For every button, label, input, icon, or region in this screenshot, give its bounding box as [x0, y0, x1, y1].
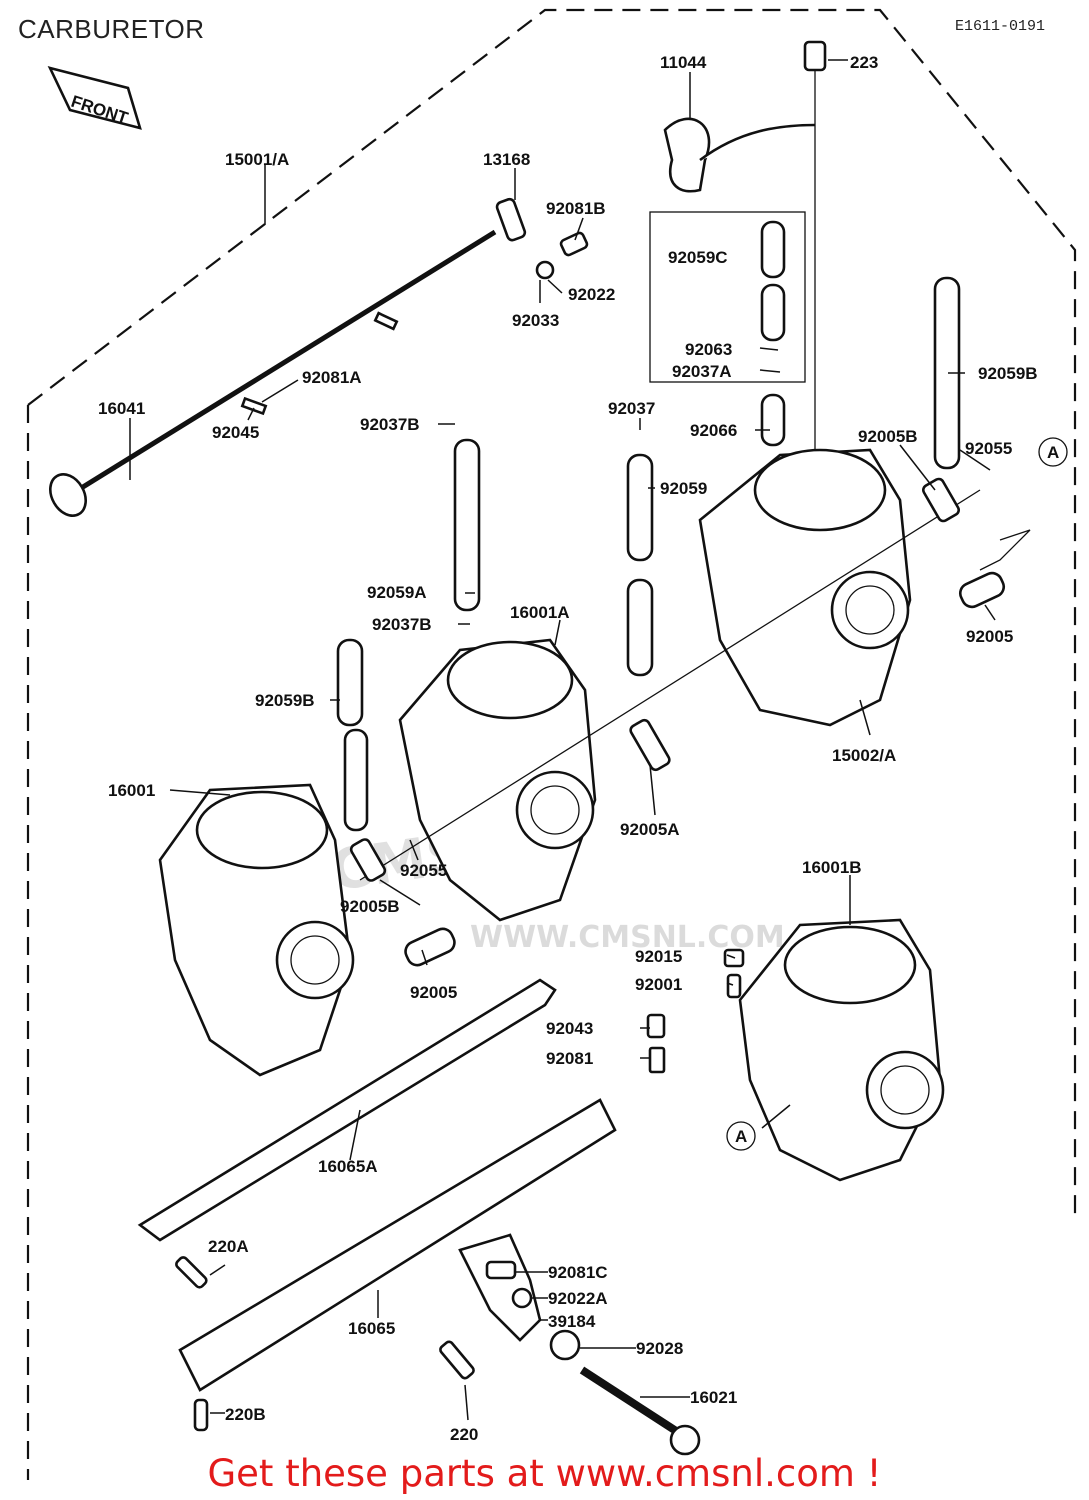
callout-220: 220 [450, 1425, 478, 1444]
callout-92045: 92045 [212, 423, 259, 442]
callout-92037a: 92037A [672, 362, 732, 381]
callout-15002a: 15002/A [832, 746, 896, 765]
t-joint-92005b-right [922, 477, 960, 523]
callout-92081a: 92081A [302, 368, 362, 387]
connection-marker-a-right [1038, 437, 1068, 467]
callout-16065a: 16065A [318, 1157, 378, 1176]
carburetor-16001 [158, 783, 355, 1077]
hose-92059b-left-lower [343, 728, 369, 832]
fitting-92005-left [404, 927, 456, 967]
callout-92055-left: 92055 [400, 861, 447, 880]
callout-16001a: 16001A [510, 603, 570, 622]
footer-promo-link[interactable]: Get these parts at www.cmsnl.com ! [207, 1452, 882, 1495]
diagram-reference-code: E1611-0191 [955, 18, 1046, 35]
callout-92022a: 92022A [548, 1289, 608, 1308]
callout-92043: 92043 [546, 1019, 593, 1038]
bracket-39184 [458, 1233, 542, 1342]
hose-92059b-left-upper [336, 638, 364, 727]
fuel-line-extension [979, 529, 1031, 571]
carburetor-16001a [398, 638, 597, 922]
callout-a-right: A [1047, 443, 1059, 462]
screw-220b [193, 1398, 209, 1432]
knob-16021 [669, 1424, 701, 1456]
callout-13168: 13168 [483, 150, 530, 169]
hose-92059a [453, 438, 481, 612]
spring-92081 [648, 1046, 666, 1074]
callout-92081b: 92081B [546, 199, 606, 218]
callout-92037b-mid: 92037B [372, 615, 432, 634]
choke-lever [240, 197, 589, 416]
throttle-stop-screw-16021 [579, 1366, 693, 1444]
callout-92022: 92022 [568, 285, 615, 304]
callout-92081c: 92081C [548, 1263, 608, 1282]
connection-marker-a-left [726, 1121, 756, 1151]
screw-92001 [726, 973, 742, 999]
fuel-hose [663, 40, 827, 450]
callout-39184: 39184 [548, 1312, 596, 1331]
t-joint-92005a [629, 718, 671, 772]
callout-92005b-left: 92005B [340, 897, 400, 916]
mounting-plate-16065a [137, 978, 557, 1242]
callout-11044: 11044 [660, 53, 707, 72]
hose-92059-upper [626, 453, 654, 562]
callout-16001b: 16001B [802, 858, 862, 877]
screw-220a [175, 1256, 208, 1289]
callout-92059c: 92059C [668, 248, 728, 267]
fuel-line [359, 489, 981, 881]
callout-220b: 220B [225, 1405, 266, 1424]
callout-92059: 92059 [660, 479, 707, 498]
callout-92005a: 92005A [620, 820, 680, 839]
callout-92005-left: 92005 [410, 983, 457, 1002]
callout-92055-right: 92055 [965, 439, 1012, 458]
callout-92081: 92081 [546, 1049, 593, 1068]
washer-92022a [511, 1287, 533, 1309]
hose-92059c-upper [760, 220, 786, 279]
choke-shaft [49, 229, 497, 517]
callout-92063: 92063 [685, 340, 732, 359]
hose-92066 [760, 393, 786, 447]
callout-92037b-top: 92037B [360, 415, 420, 434]
hose-92059c-lower [760, 283, 786, 342]
t-joint-92005b-left [349, 838, 387, 882]
carburetor-16001b [738, 918, 945, 1182]
callout-92001: 92001 [635, 975, 682, 994]
callout-92037: 92037 [608, 399, 655, 418]
mounting-plate-16065 [178, 1098, 617, 1392]
callout-15001a: 15001/A [225, 150, 289, 169]
assembly-boundary [27, 8, 1077, 1220]
callout-92005b-right: 92005B [858, 427, 918, 446]
callout-92066: 92066 [690, 421, 737, 440]
callout-92028: 92028 [636, 1339, 683, 1358]
callout-16001: 16001 [108, 781, 155, 800]
carburetor-15002a [698, 448, 912, 727]
callout-92033: 92033 [512, 311, 559, 330]
callout-a-left: A [735, 1127, 747, 1146]
callout-16065: 16065 [348, 1319, 395, 1338]
hose-kit-box [649, 211, 806, 383]
page-title: CARBURETOR [18, 14, 205, 44]
hose-92059-lower [626, 578, 654, 677]
callout-92005-right: 92005 [966, 627, 1013, 646]
callout-92059a: 92059A [367, 583, 427, 602]
spring-92028 [549, 1329, 581, 1361]
callout-92059b-right: 92059B [978, 364, 1038, 383]
callout-223: 223 [850, 53, 878, 72]
plug-92043 [646, 1013, 666, 1039]
screw-220 [439, 1340, 475, 1380]
callout-16041: 16041 [98, 399, 145, 418]
callout-16021: 16021 [690, 1388, 737, 1407]
callout-220a: 220A [208, 1237, 249, 1256]
spring-92081c [485, 1260, 517, 1280]
callout-92015: 92015 [635, 947, 682, 966]
leader-lines [129, 59, 996, 1421]
fitting-92005-right [958, 571, 1006, 609]
front-direction-icon: FRONT [47, 66, 142, 130]
callout-92059b-left: 92059B [255, 691, 315, 710]
